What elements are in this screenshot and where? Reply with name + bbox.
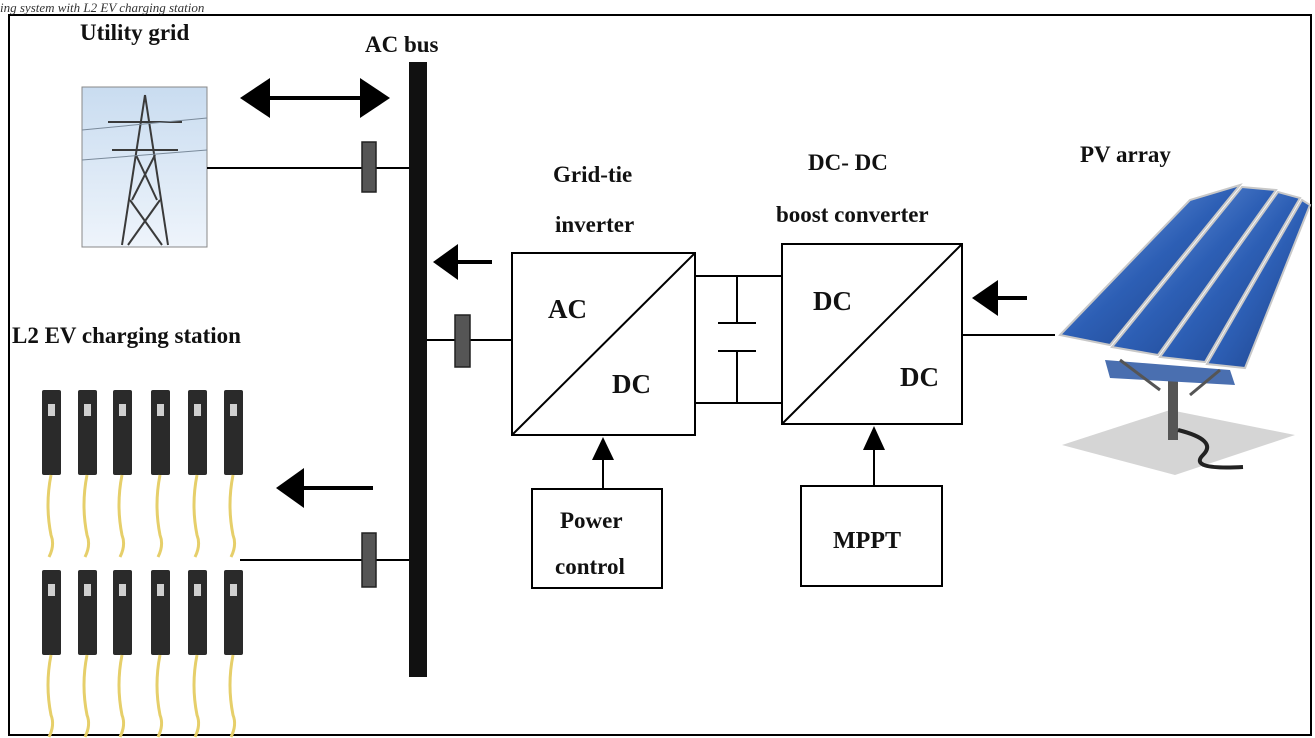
ev-charger-array: [42, 390, 243, 737]
pv-array-label: PV array: [1080, 142, 1171, 167]
boost-dc-top-label: DC: [813, 286, 852, 316]
ev-charger-icon: [188, 390, 207, 557]
boost-title-line1: DC- DC: [808, 150, 888, 175]
boost-converter-box: [782, 244, 962, 424]
left-arrow-ev: [276, 468, 373, 508]
power-control-label-line1: Power: [560, 508, 623, 533]
ev-charger-icon: [151, 390, 170, 557]
ev-charger-icon: [188, 570, 207, 737]
ev-charger-icon: [224, 570, 243, 737]
dc-link-capacitor: [695, 276, 782, 403]
ev-station-label: L2 EV charging station: [12, 323, 241, 348]
utility-grid-label: Utility grid: [80, 20, 189, 45]
inverter-dc-label: DC: [612, 369, 651, 399]
bidirectional-arrow: [240, 78, 390, 118]
mppt-label: MPPT: [833, 528, 901, 554]
ev-charger-icon: [42, 390, 61, 557]
transmission-tower-icon: [82, 87, 207, 247]
solar-panel-icon: [1060, 185, 1310, 475]
grid-breaker: [362, 142, 376, 192]
ev-charger-icon: [42, 570, 61, 737]
ac-bus-label: AC bus: [365, 32, 439, 57]
ev-charger-icon: [78, 390, 97, 557]
ev-charger-icon: [78, 570, 97, 737]
left-arrow-pv: [972, 280, 1027, 316]
boost-dc-bottom-label: DC: [900, 362, 939, 392]
power-control-label-line2: control: [555, 554, 625, 579]
ev-charger-icon: [113, 390, 132, 557]
up-arrow-mppt: [863, 426, 885, 486]
ev-charger-icon: [151, 570, 170, 737]
inverter-ac-label: AC: [548, 294, 587, 324]
boost-title-line2: boost converter: [776, 202, 929, 227]
figure-caption: ing system with L2 EV charging station: [0, 0, 204, 15]
up-arrow-power-control: [592, 437, 614, 489]
inverter-box: [512, 253, 695, 435]
ev-breaker: [362, 533, 376, 587]
inverter-title-line2: inverter: [555, 212, 634, 237]
inverter-title-line1: Grid-tie: [553, 162, 632, 187]
ev-charger-icon: [113, 570, 132, 737]
left-arrow-inverter: [433, 244, 492, 280]
ac-bus-bar: [409, 62, 427, 677]
ev-charger-icon: [224, 390, 243, 557]
inverter-breaker: [455, 315, 470, 367]
